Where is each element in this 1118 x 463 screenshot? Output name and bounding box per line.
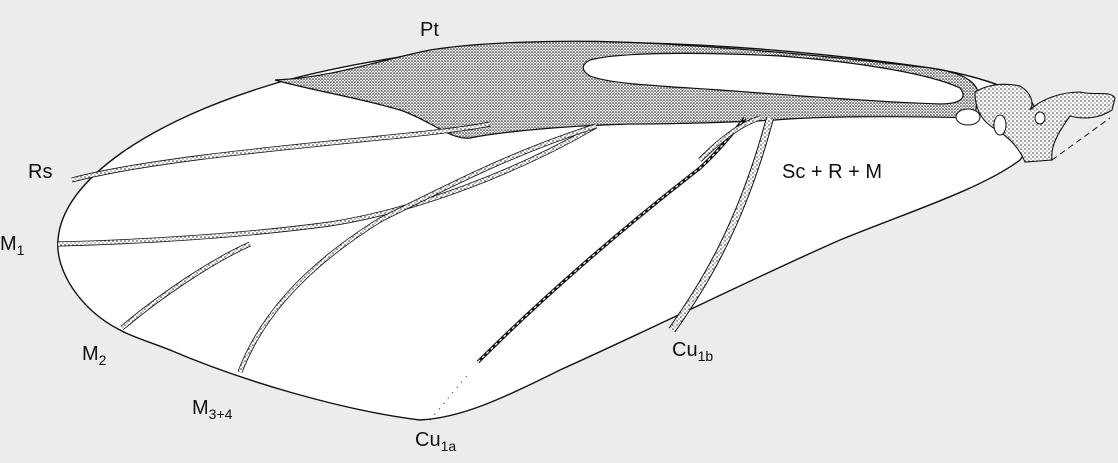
label-rs: Rs [28, 162, 52, 182]
label-cu1a: Cu1a [415, 430, 456, 453]
base-cell-3 [1035, 112, 1045, 124]
label-sc-r-m: Sc + R + M [782, 162, 882, 182]
base-cell-2 [994, 115, 1006, 135]
label-m1: M1 [0, 234, 24, 257]
label-m34: M3+4 [192, 398, 232, 421]
label-pt: Pt [420, 20, 439, 40]
base-cell-1 [956, 109, 980, 125]
label-m2: M2 [82, 344, 106, 367]
label-cu1b: Cu1b [672, 340, 713, 363]
